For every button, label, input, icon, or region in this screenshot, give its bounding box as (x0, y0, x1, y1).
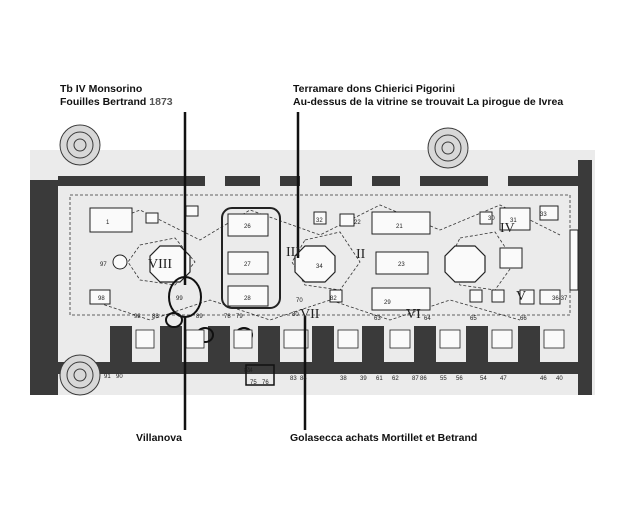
case-number: 56 (456, 376, 463, 382)
case-number: 87 (412, 376, 419, 382)
central-case-outline (221, 207, 281, 309)
monsorino-line2-text: Fouilles Bertrand (60, 96, 147, 108)
case-number: 34 (316, 264, 323, 270)
case-number: 89 (196, 314, 203, 320)
case-number: 32 (316, 218, 323, 224)
case-number: 79 (236, 314, 243, 320)
room-numeral: V (516, 289, 526, 304)
case-number: 1 (106, 220, 110, 226)
case-number: 36-37 (552, 296, 568, 302)
case-number: 30 (488, 216, 495, 222)
room-numeral: VI (406, 307, 421, 322)
top-doorways (205, 176, 508, 186)
room-numeral: VIII (148, 257, 172, 272)
case-number: 84 (300, 376, 307, 382)
monsorino-label: Tb IV Monsorino Fouilles Bertrand 1873 (60, 83, 173, 109)
case-number: 39 (360, 376, 367, 382)
case-number: 97 (100, 262, 107, 268)
octagonal-cases (149, 245, 486, 283)
case-number: 23 (398, 262, 405, 268)
case-number: 26 (244, 224, 251, 230)
case-number: 92 (134, 314, 141, 320)
case-number: 80 (292, 312, 299, 318)
case-number: 91 (104, 374, 111, 380)
case-number: 46 (540, 376, 547, 382)
case-number: 40 (556, 376, 563, 382)
case-number: 65 (470, 316, 477, 322)
case-number: 63 (374, 316, 381, 322)
golasecca-label: Golasecca achats Mortillet et Betrand (290, 432, 478, 444)
niche-cases (135, 329, 565, 349)
case-number: 47 (500, 376, 507, 382)
case-number: 75 (250, 380, 257, 386)
room-numeral: VII (300, 307, 320, 322)
case-number: 38 (340, 376, 347, 382)
case-number: 64 (424, 316, 431, 322)
room-numeral: III (286, 245, 300, 260)
case-number: 28 (244, 296, 251, 302)
room-numeral: II (356, 247, 366, 262)
monsorino-line1: Tb IV Monsorino (60, 83, 143, 95)
villanova-label: Villanova (136, 432, 182, 444)
case-number: 22 (354, 220, 361, 226)
case-number: 90 (116, 374, 123, 380)
bottom-piers (110, 326, 540, 366)
case-number: 99 (176, 296, 183, 302)
case-number: 27 (244, 262, 251, 268)
golasecca-case-outline (245, 364, 275, 386)
terramare-label: Terramare dons Chierici Pigorini Au-dess… (293, 83, 563, 109)
case-number: 98 (98, 296, 105, 302)
terramare-line1: Terramare dons Chierici Pigorini (293, 83, 456, 95)
case-number: 55 (440, 376, 447, 382)
case-number: 29 (384, 300, 391, 306)
case-number: 88 (152, 314, 159, 320)
case-number: 61 (376, 376, 383, 382)
monsorino-line2: Fouilles Bertrand 1873 (60, 96, 173, 109)
case-number: 62 (392, 376, 399, 382)
staircase-bottom-left (59, 354, 101, 396)
case-number: 31 (510, 218, 517, 224)
display-cases (89, 205, 579, 311)
case-number: 81 (244, 368, 251, 374)
annotation-lines (183, 112, 307, 430)
case-number: 74 (246, 368, 253, 374)
monsorino-year: 1873 (149, 96, 173, 108)
case-number: 66 (520, 316, 527, 322)
case-number: 54 (480, 376, 487, 382)
terramare-line2: Au-dessus de la vitrine se trouvait La p… (293, 96, 564, 108)
case-number: 83 (290, 376, 297, 382)
case-number: 82 (330, 296, 337, 302)
case-number: 86 (420, 376, 427, 382)
case-number: 78 (224, 314, 231, 320)
room-numeral: IV (500, 221, 515, 236)
case-number: 21 (396, 224, 403, 230)
staircase-top-right (427, 127, 469, 169)
case-number: 33 (540, 212, 547, 218)
case-number: 70 (296, 298, 303, 304)
case-number: 76 (262, 380, 269, 386)
staircase-top-left (59, 124, 101, 166)
round-case (112, 254, 128, 270)
